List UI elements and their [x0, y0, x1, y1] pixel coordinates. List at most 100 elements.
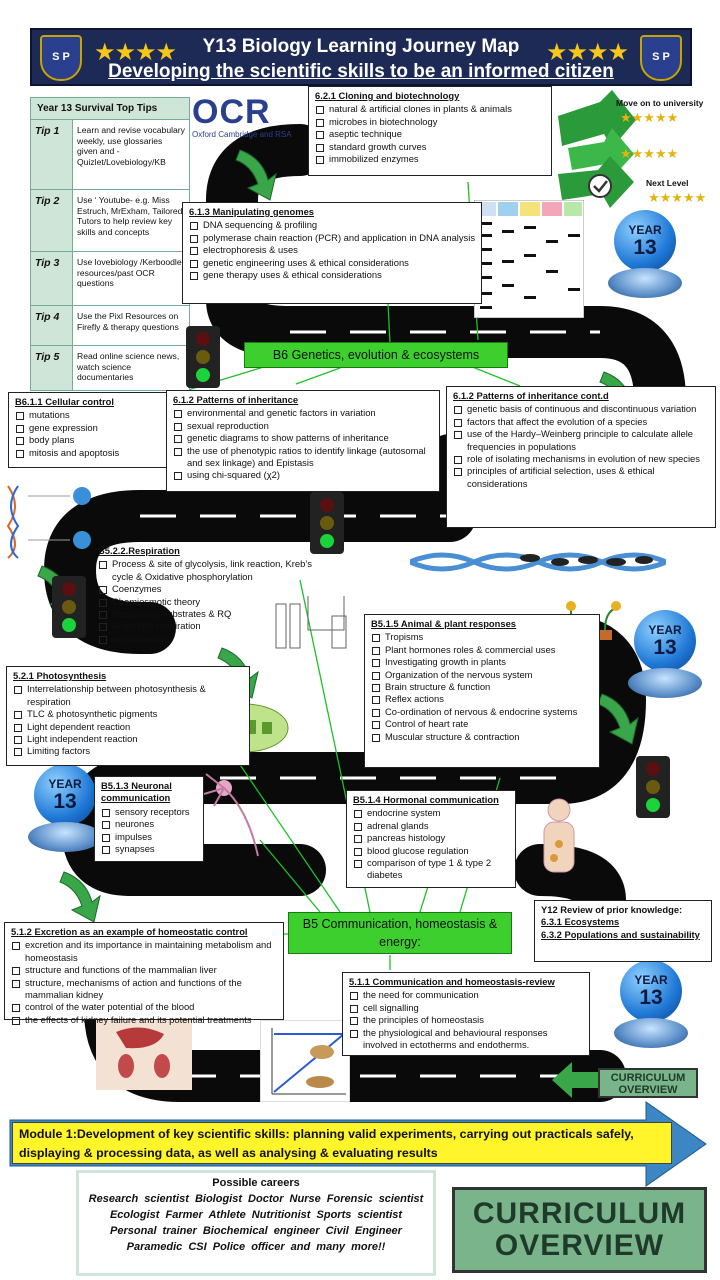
topic-hormonal-communication: B5.1.4 Hormonal communication endocrine …: [346, 790, 516, 888]
topic-title: B5.1.3 Neuronal communication: [101, 780, 172, 804]
topic-item: adrenal glands: [353, 820, 509, 832]
gel-electrophoresis-icon: [474, 200, 584, 318]
curriculum-overview-badge-small[interactable]: CURRICULUM OVERVIEW: [598, 1068, 698, 1098]
module1-banner: Module 1:Development of key scientific s…: [12, 1122, 672, 1164]
topic-item: cell signalling: [349, 1002, 583, 1014]
topic-item: microbes in biotechnology: [315, 116, 545, 128]
tip-text: Use lovebiology /Kerboodle resources/pas…: [77, 257, 182, 289]
topic-item: natural & artificial clones in plants & …: [315, 103, 545, 115]
topic-item: environmental and genetic factors in var…: [173, 407, 433, 419]
stars-right-icon: ★★★★: [545, 39, 629, 66]
topic-item: structure, mechanisms of action and func…: [11, 977, 277, 1002]
curriculum-overview-badge[interactable]: CURRICULUM OVERVIEW: [452, 1187, 707, 1273]
topic-item: Respiratory substrates & RQ: [98, 608, 318, 620]
topic-item: respirometers: [98, 633, 318, 645]
rating-stars-icon: ★★★★★: [620, 146, 679, 161]
tip-label: Tip 4: [31, 306, 73, 345]
topic-item: Chemiosmotic theory: [98, 596, 318, 608]
topic-title: 5.1.2 Excretion as an example of homeost…: [11, 926, 248, 937]
year-number: 13: [639, 986, 663, 1009]
topic-item: DNA sequencing & profiling: [189, 219, 475, 231]
traffic-light-icon: [310, 492, 344, 554]
cell-signalling-icon: [6, 485, 91, 559]
topic-neuronal-communication: B5.1.3 Neuronal communication sensory re…: [94, 776, 204, 862]
topic-item: Anaerobic respiration: [98, 620, 318, 632]
topic-item: sexual reproduction: [173, 420, 433, 432]
topic-item: Process & site of glycolysis, link react…: [98, 558, 318, 583]
careers-title: Possible careers: [212, 1177, 300, 1189]
review-ecosystems: 6.3.1 Ecosystems: [541, 916, 620, 928]
topic-item: sensory receptors: [101, 806, 197, 818]
ocr-logo-text: OCR: [192, 93, 271, 131]
progress-arrows-icon: [558, 90, 636, 208]
page-subtitle: Developing the scientific skills to be a…: [108, 61, 614, 82]
topic-item: genetic basis of continuous and disconti…: [453, 403, 709, 415]
topic-item: Investigating growth in plants: [371, 656, 593, 668]
year-number: 13: [633, 236, 657, 259]
topic-item: factors that affect the evolution of a s…: [453, 416, 709, 428]
topic-item: aseptic technique: [315, 128, 545, 140]
page-title: Y13 Biology Learning Journey Map: [202, 36, 520, 57]
topic-item: gene therapy uses & ethical consideratio…: [189, 269, 475, 281]
page-header: S P ★★★★ Y13 Biology Learning Journey Ma…: [30, 28, 692, 86]
topic-title: B5.2.2.Respiration: [98, 545, 180, 556]
tips-title: Year 13 Survival Top Tips: [31, 98, 189, 120]
topic-item: polymerase chain reaction (PCR) and appl…: [189, 232, 475, 244]
topic-item: genetic diagrams to show patterns of inh…: [173, 432, 433, 444]
topic-item: Light dependent reaction: [13, 721, 243, 733]
topic-item: Brain structure & function: [371, 681, 593, 693]
topic-item: Reflex actions: [371, 693, 593, 705]
crest-right-icon: S P: [640, 35, 682, 81]
temperature-graph-icon: [260, 1020, 350, 1102]
topic-item: excretion and its importance in maintain…: [11, 939, 277, 964]
topic-item: Co-ordination of nervous & endocrine sys…: [371, 706, 593, 718]
curriculum-line2: OVERVIEW: [618, 1084, 678, 1096]
topic-item: the use of phenotypic ratios to identify…: [173, 445, 433, 470]
tip-label: Tip 3: [31, 252, 73, 305]
traffic-light-icon: [186, 326, 220, 388]
rating-stars-icon: ★★★★★: [648, 190, 707, 205]
topic-item: role of isolating mechanisms in evolutio…: [453, 453, 709, 465]
curriculum-line1: CURRICULUM: [472, 1197, 687, 1230]
topic-item: Coenzymes: [98, 583, 318, 595]
topic-title: 6.1.2 Patterns of inheritance cont.d: [453, 390, 609, 401]
ocr-logo-sub: Oxford Cambridge and RSA: [192, 130, 292, 139]
stars-left-icon: ★★★★: [94, 39, 177, 66]
topic-title: B5.1.4 Hormonal communication: [353, 794, 499, 805]
curriculum-line1: CURRICULUM: [610, 1072, 686, 1084]
topic-item: Interrelationship between photosynthesis…: [13, 683, 243, 708]
topic-photosynthesis: 5.2.1 Photosynthesis Interrelationship b…: [6, 666, 250, 766]
topic-item: mitosis and apoptosis: [15, 447, 161, 459]
topic-title: B5.1.5 Animal & plant responses: [371, 618, 517, 629]
year-number: 13: [53, 790, 77, 813]
respirometer-icon: [275, 596, 347, 649]
tip-text: Use ‘ Youtube- e.g. Miss Estruch, MrExha…: [77, 195, 183, 238]
topic-title: 6.2.1 Cloning and biotechnology: [315, 90, 460, 101]
tip-label: Tip 2: [31, 190, 73, 251]
topic-respiration: B5.2.2.Respiration Process & site of gly…: [92, 542, 324, 654]
arrow-left-icon: [552, 1062, 598, 1098]
rating-stars-icon: ★★★★★: [620, 110, 679, 125]
topic-title: 6.1.3 Manipulating genomes: [189, 206, 315, 217]
careers-box: Possible careers Research scientist Biol…: [76, 1170, 436, 1276]
topic-item: Organization of the nervous system: [371, 669, 593, 681]
topic-item: immobilized enzymes: [315, 153, 545, 165]
topic-item: TLC & photosynthetic pigments: [13, 708, 243, 720]
traffic-light-icon: [52, 576, 86, 638]
next-steps-panel: Move on to university ★★★★★ ★★★★★ Next L…: [554, 90, 720, 230]
topic-item: electrophoresis & uses: [189, 244, 475, 256]
tip-text: Use the Pixl Resources on Firefly & ther…: [77, 311, 179, 332]
y12-review-box: Y12 Review of prior knowledge: 6.3.1 Eco…: [534, 900, 712, 962]
topic-item: standard growth curves: [315, 141, 545, 153]
careers-list: Research scientist Biologist Doctor Nurs…: [88, 1193, 424, 1253]
topic-animal-plant-responses: B5.1.5 Animal & plant responses Tropisms…: [364, 614, 600, 768]
topic-item: synapses: [101, 843, 197, 855]
